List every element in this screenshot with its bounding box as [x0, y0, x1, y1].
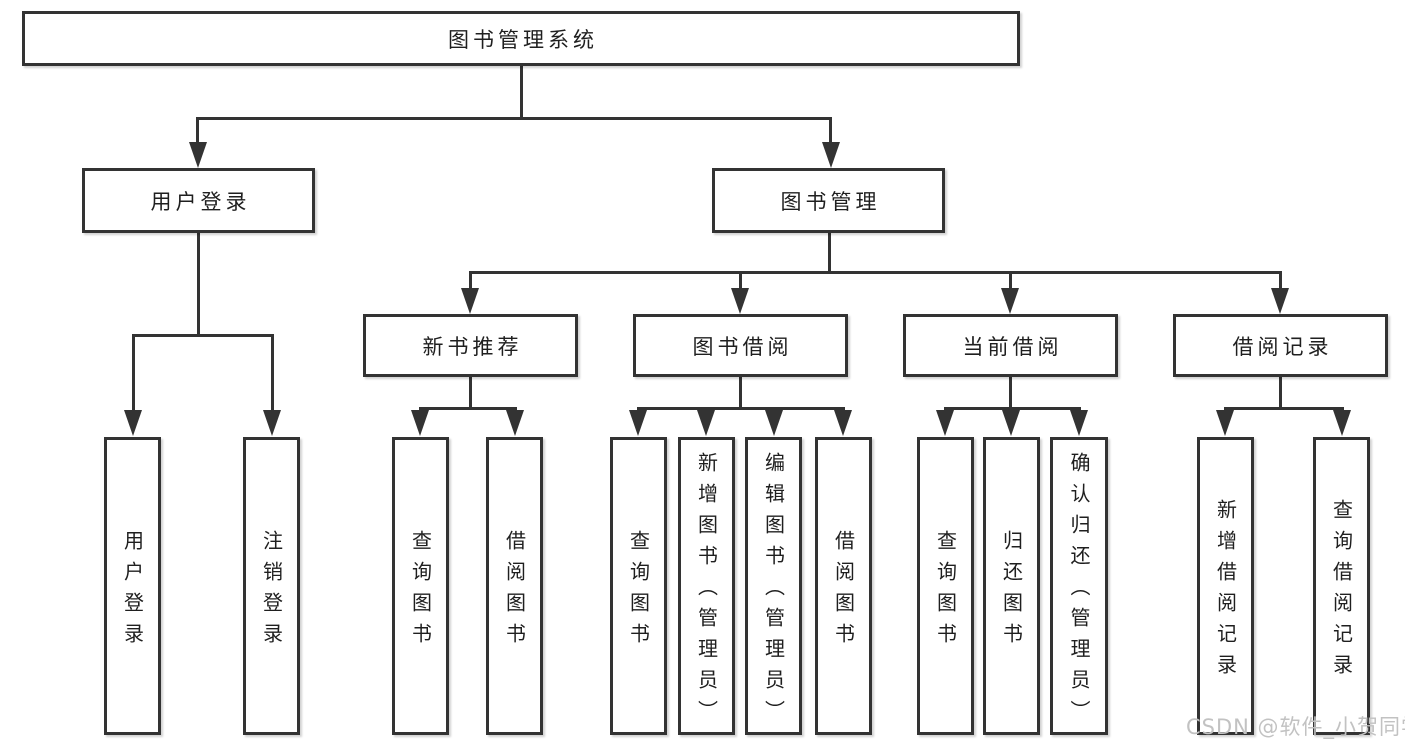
connector-userlogin-drop-left: [132, 337, 135, 412]
node-return-books-leaf: 归还图书: [983, 437, 1040, 735]
node-label: 注销登录: [259, 529, 284, 654]
arrow-down-icon: [506, 410, 524, 436]
node-label: 新增图书（管理员）: [694, 452, 719, 731]
node-new-book-recommendation: 新书推荐: [363, 314, 578, 377]
node-label: 借阅记录: [1232, 334, 1333, 359]
node-borrow-books-leaf: 借阅图书: [815, 437, 872, 735]
node-query-borrow-record-leaf: 查询借阅记录: [1313, 437, 1370, 735]
node-book-borrowing: 图书借阅: [633, 314, 848, 377]
node-label: 归还图书: [999, 529, 1024, 654]
arrow-down-icon: [731, 288, 749, 314]
connector-bookmgmt-drop-2: [739, 274, 742, 288]
node-label: 查询图书: [933, 529, 958, 654]
connector-root-stem: [520, 66, 523, 120]
arrow-down-icon: [1070, 410, 1088, 436]
arrow-down-icon: [189, 142, 207, 168]
connector-userlogin-drop-right: [271, 337, 274, 412]
node-add-books-admin-leaf: 新增图书（管理员）: [678, 437, 735, 735]
node-label: 当前借阅: [962, 334, 1063, 359]
node-label: 查询图书: [626, 529, 651, 654]
connector-root-bar: [196, 117, 832, 120]
node-label: 确认归还（管理员）: [1067, 452, 1091, 731]
arrow-down-icon: [1216, 410, 1234, 436]
node-query-books-leaf: 查询图书: [610, 437, 667, 735]
node-logout-leaf: 注销登录: [243, 437, 300, 735]
arrow-down-icon: [411, 410, 429, 436]
arrow-down-icon: [834, 410, 852, 436]
arrow-down-icon: [1333, 410, 1351, 436]
connector-root-drop-left: [196, 120, 199, 145]
node-borrowing-records: 借阅记录: [1173, 314, 1388, 377]
node-confirm-return-admin-leaf: 确认归还（管理员）: [1050, 437, 1108, 735]
connector-bookmgmt-drop-3: [1009, 274, 1012, 288]
connector-borrow-bar: [637, 407, 845, 410]
node-label: 用户登录: [120, 529, 145, 654]
connector-root-drop-right: [829, 120, 832, 145]
node-label: 图书借阅: [692, 334, 793, 359]
arrow-down-icon: [1001, 288, 1019, 314]
node-library-management-system: 图书管理系统: [22, 11, 1020, 66]
node-label: 查询借阅记录: [1329, 498, 1354, 685]
arrow-down-icon: [936, 410, 954, 436]
connector-current-bar: [944, 407, 1081, 410]
node-query-books-leaf: 查询图书: [392, 437, 449, 735]
arrow-down-icon: [124, 410, 142, 436]
arrow-down-icon: [822, 142, 840, 168]
node-label: 借阅图书: [502, 529, 527, 654]
connector-userlogin-bar: [132, 334, 274, 337]
connector-userlogin-stem: [197, 233, 200, 337]
node-user-login-leaf: 用户登录: [104, 437, 161, 735]
csdn-watermark: CSDN @软件_小贺同学: [1186, 715, 1405, 739]
connector-newbook-stem: [469, 377, 472, 410]
arrow-down-icon: [1002, 410, 1020, 436]
node-edit-books-admin-leaf: 编辑图书（管理员）: [745, 437, 802, 735]
node-label: 用户登录: [150, 189, 251, 214]
arrow-down-icon: [1271, 288, 1289, 314]
connector-records-bar: [1224, 407, 1344, 410]
node-label: 图书管理系统: [448, 27, 598, 52]
arrow-down-icon: [697, 410, 715, 436]
arrow-down-icon: [263, 410, 281, 436]
node-book-management: 图书管理: [712, 168, 945, 233]
connector-records-stem: [1279, 377, 1282, 410]
arrow-down-icon: [765, 410, 783, 436]
node-label: 新增借阅记录: [1213, 498, 1238, 685]
connector-bookmgmt-bar: [469, 271, 1282, 274]
connector-bookmgmt-stem: [828, 233, 831, 274]
connector-current-stem: [1009, 377, 1012, 410]
node-label: 图书管理: [780, 189, 881, 214]
connector-bookmgmt-drop-4: [1279, 274, 1282, 288]
node-label: 查询图书: [408, 529, 433, 654]
node-label: 借阅图书: [831, 529, 856, 654]
node-label: 新书推荐: [422, 334, 523, 359]
arrow-down-icon: [629, 410, 647, 436]
node-user-login: 用户登录: [82, 168, 315, 233]
node-label: 编辑图书（管理员）: [761, 452, 786, 731]
connector-newbook-bar: [419, 407, 517, 410]
node-add-borrow-record-leaf: 新增借阅记录: [1197, 437, 1254, 735]
connector-borrow-stem: [739, 377, 742, 410]
arrow-down-icon: [461, 288, 479, 314]
node-borrow-books-leaf: 借阅图书: [486, 437, 543, 735]
connector-bookmgmt-drop-1: [469, 274, 472, 288]
node-current-borrowing: 当前借阅: [903, 314, 1118, 377]
node-query-books-leaf: 查询图书: [917, 437, 974, 735]
